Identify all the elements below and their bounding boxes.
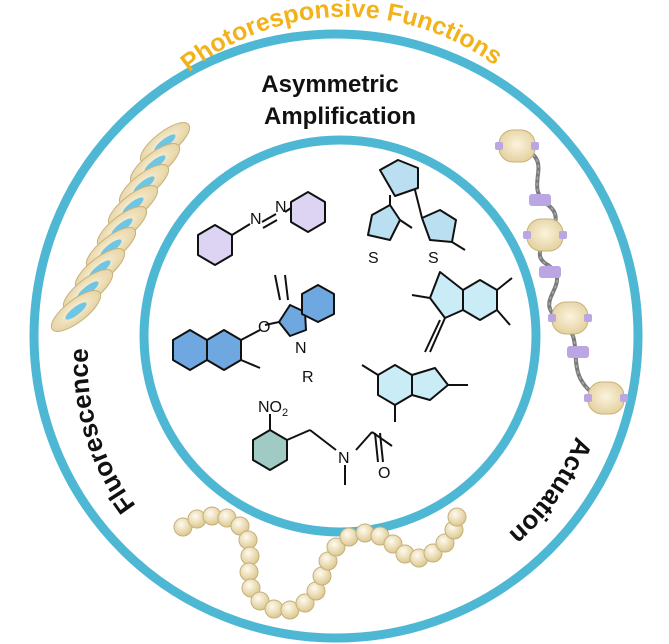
spiro-n: N <box>295 340 307 357</box>
spiro-o: O <box>258 319 270 336</box>
molecular-motor-molecule <box>361 271 513 422</box>
dte-s2: S <box>428 250 439 267</box>
center-title-line1: Asymmetric <box>261 71 398 98</box>
dte-s1: S <box>368 250 379 267</box>
inner-ring <box>139 135 541 537</box>
azo-n2: N <box>275 199 287 216</box>
azo-n1: N <box>250 211 262 228</box>
amide-o: O <box>378 465 390 482</box>
actuation-label: Actuation <box>504 434 598 551</box>
outer-title: Photoresponsive Functions <box>175 0 507 77</box>
dithienylethene-molecule: S S <box>367 159 466 267</box>
no2-group: NO2 <box>258 399 288 419</box>
spiropyran-molecule: O N R <box>172 274 335 386</box>
amide-n: N <box>338 450 350 467</box>
polymer-chain-icon <box>173 506 467 620</box>
center-title-line2: Amplification <box>264 103 416 130</box>
spiro-r: R <box>302 369 314 386</box>
outer-ring <box>29 29 643 643</box>
rotaxane-actuator-icon <box>495 129 628 415</box>
azobenzene-molecule: N N <box>197 191 326 266</box>
discotic-stack-icon <box>50 122 191 332</box>
nitrobenzyl-molecule: NO2 N O <box>252 399 393 485</box>
